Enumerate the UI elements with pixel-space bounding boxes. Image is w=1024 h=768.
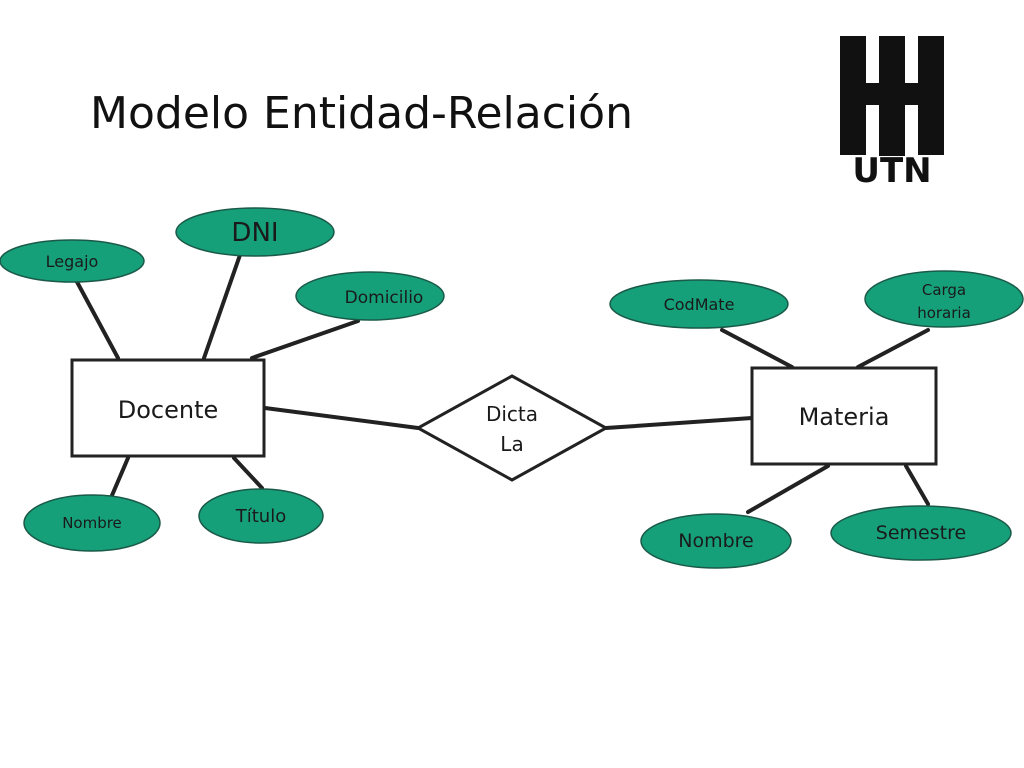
line-relationship-materia [604,416,754,430]
attribute-carga-horaria-label-line2: horaria [917,304,971,322]
entity-docente-label: Docente [118,396,219,424]
attribute-titulo: Título [198,488,324,544]
utn-logo-text: UTN [852,151,931,191]
line-carga-materia [856,328,930,369]
line-titulo-docente [232,456,264,490]
attribute-nombre-materia-label: Nombre [678,530,754,552]
line-nombre-docente [108,456,130,502]
relationship-label-line2: La [500,432,523,456]
attribute-dni-label: DNI [231,218,278,248]
attribute-carga-horaria-label-line1: Carga [922,281,966,299]
line-docente-relationship [263,406,420,430]
attribute-carga-horaria: Carga horaria [864,270,1024,328]
relationship-dicta-la: Dicta La [414,374,610,482]
attribute-titulo-label: Título [235,506,286,527]
attribute-legajo-label: Legajo [46,252,99,271]
attribute-nombre-docente: Nombre [23,494,161,552]
attribute-domicilio-label: Domicilio [345,288,424,308]
line-legajo-docente [74,278,120,360]
attribute-domicilio: Domicilio [295,271,445,321]
utn-logo: UTN [840,36,944,191]
connector-lines [74,253,930,514]
attribute-nombre-docente-label: Nombre [62,514,122,532]
attribute-codmate: CodMate [609,279,789,329]
attribute-dni: DNI [175,207,335,257]
line-domicilio-docente [250,319,360,360]
line-semestre-materia [904,464,930,506]
line-dni-docente [202,253,242,360]
entity-materia: Materia [750,366,938,466]
attribute-legajo: Legajo [0,239,145,283]
line-codmate-materia [720,328,794,369]
entity-materia-label: Materia [799,403,890,431]
attribute-semestre: Semestre [830,505,1012,561]
entity-docente: Docente [70,358,266,458]
attribute-semestre-label: Semestre [876,522,966,544]
relationship-label-line1: Dicta [486,402,538,426]
attribute-nombre-materia: Nombre [640,513,792,569]
slide-title: Modelo Entidad-Relación [90,88,633,139]
line-nombre-materia [746,464,830,514]
attribute-codmate-label: CodMate [664,295,735,314]
